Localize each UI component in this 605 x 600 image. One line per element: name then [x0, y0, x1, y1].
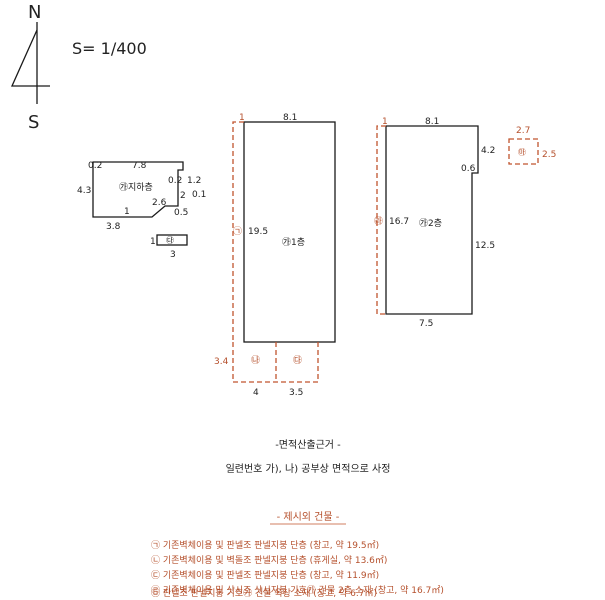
floor1-dim: 8.1	[283, 113, 297, 123]
floor1-ext-a: ㉯	[251, 355, 260, 366]
basis-title: -면적산출근거 -	[275, 439, 341, 451]
excluded-item: ㉣ 기존벽체이용 및 샷시조 샷시지붕 기호㉮ 건물 2층 소재 (창고, 약 …	[151, 584, 444, 596]
basement-dim: 0.5	[174, 208, 188, 218]
excluded-item: ㉠ 기존벽체이용 및 판넬조 판넬지붕 단층 (창고, 약 19.5㎡)	[151, 539, 379, 551]
floor2-dim: 0.6	[461, 164, 476, 174]
north-arrow: N S	[10, 2, 50, 133]
basement-dim: 1	[124, 207, 130, 217]
floor2-dim: 8.1	[425, 117, 439, 127]
floor1-dim: 3.5	[289, 388, 303, 398]
basement-dim: 2	[180, 191, 186, 201]
floor1-dim: 4	[253, 388, 259, 398]
floor1-ext-b: ㉰	[293, 355, 302, 366]
south-label: S	[28, 112, 39, 133]
floor2-dim: 1	[382, 117, 388, 127]
basement-dim: 0.1	[192, 190, 206, 200]
excluded-title: - 제시외 건물 -	[277, 511, 340, 523]
excluded-buildings: - 제시외 건물 - ㉠ 기존벽체이용 및 판넬조 판넬지붕 단층 (창고, 약…	[151, 511, 444, 596]
floor1-label: ㉮1층	[282, 237, 305, 248]
excluded-item: ㉢ 기존벽체이용 및 판넬조 판넬지붕 단층 (창고, 약 11.9㎡)	[151, 569, 379, 581]
roof-dim: 2.7	[516, 126, 530, 136]
area-basis: -면적산출근거 - 일련번호 가), 나) 공부상 면적으로 사정	[226, 439, 391, 475]
roof-label: ㉲	[518, 148, 526, 157]
small-block-label: ㉰	[166, 236, 174, 245]
roof-block: ㉲ 2.7 2.5	[508, 126, 556, 165]
basement-dim: 7.8	[132, 161, 147, 171]
basement-dim: 0.2	[88, 161, 102, 171]
basement-dim: 4.3	[77, 186, 91, 196]
basement-dim: 1.2	[187, 176, 201, 186]
floor2-dim: 12.5	[475, 241, 495, 251]
floor2-label: ㉮2층	[419, 218, 442, 229]
floor2-dim: 16.7	[389, 217, 409, 227]
floor1-dim: 1	[239, 113, 245, 123]
basement-plan: ㉮지하층 0.2 7.8 0.2 1.2 4.3 2 0.1 1 2.6 0.5…	[77, 161, 206, 232]
basement-dim: 2.6	[152, 198, 167, 208]
floor1-dim: 19.5	[248, 227, 268, 237]
floor1-plan: 1 8.1 ㉠ 19.5 ㉮1층 3.4 ㉯ ㉰ 4 3.5	[214, 113, 336, 398]
scale-label: S= 1/400	[72, 39, 147, 58]
floor1-dim: 3.4	[214, 357, 229, 367]
basement-dim: 3.8	[106, 222, 121, 232]
basis-text: 일련번호 가), 나) 공부상 면적으로 사정	[226, 463, 391, 475]
basement-dim: 0.2	[168, 176, 182, 186]
floor2-dim: 4.2	[481, 146, 495, 156]
floor1-ext-label: ㉠	[233, 226, 242, 237]
north-label: N	[28, 2, 41, 23]
small-block-dim: 1	[150, 237, 156, 247]
basement-label: ㉮지하층	[119, 182, 153, 193]
excluded-item: ㉡ 기존벽체이용 및 벽돌조 판넬지붕 단층 (휴게실, 약 13.6㎡)	[151, 554, 387, 566]
roof-dim: 2.5	[542, 150, 556, 160]
floor2-ext-label: ㉱	[374, 216, 383, 227]
excluded-item-last: ㉤ 판넬조 판넬지붕 기호㉮ 건물 옥상 소재 (창고, 약 6.7㎡)	[151, 589, 377, 599]
floor2-dim: 7.5	[419, 319, 433, 329]
small-block: ㉰ 1 3	[150, 234, 188, 260]
floor2-plan: 1 8.1 4.2 0.6 ㉱ 16.7 ㉮2층 12.5 7.5	[374, 117, 495, 329]
small-block-dim: 3	[170, 250, 176, 260]
